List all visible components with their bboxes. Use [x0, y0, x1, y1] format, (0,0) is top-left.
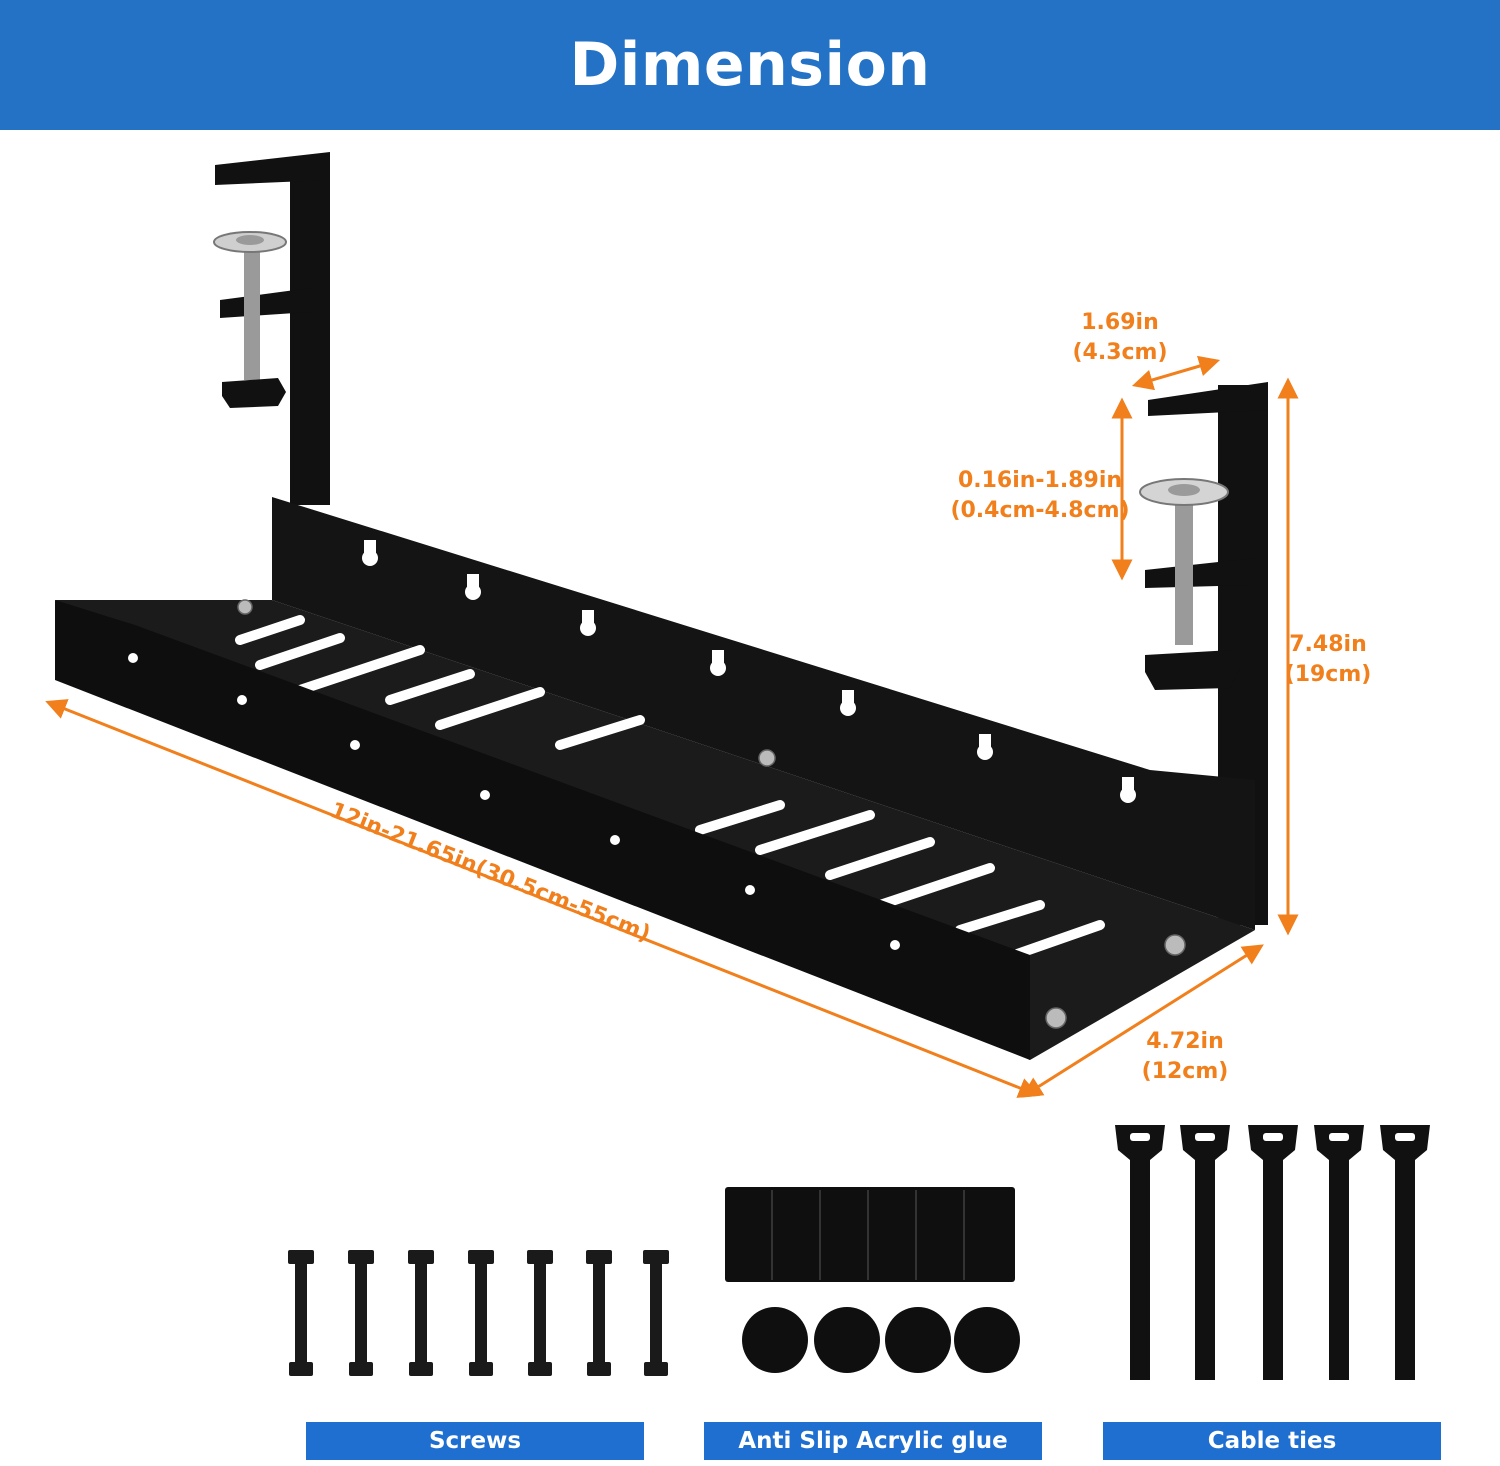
header-banner: Dimension: [0, 0, 1500, 130]
clamp-range-metric: (0.4cm-4.8cm): [950, 498, 1130, 523]
screws-label: Screws: [306, 1422, 644, 1460]
left-clamp: [213, 152, 330, 505]
page-title: Dimension: [569, 30, 931, 100]
glue-label: Anti Slip Acrylic glue: [704, 1422, 1042, 1460]
clamp-range-imperial: 0.16in-1.89in: [957, 468, 1123, 493]
cable-ties: [1115, 1125, 1430, 1380]
hook-width-imperial: 1.69in: [1081, 310, 1159, 335]
anti-slip-pads: [725, 1187, 1020, 1373]
height-dimension: 7.48in (19cm): [1278, 630, 1378, 690]
ties-label: Cable ties: [1103, 1422, 1441, 1460]
dimension-lines: [45, 355, 1299, 1098]
depth-imperial: 4.72in: [1146, 1029, 1224, 1054]
height-metric: (19cm): [1284, 662, 1372, 687]
hook-width-metric: (4.3cm): [1072, 340, 1168, 365]
height-imperial: 7.48in: [1289, 632, 1367, 657]
clamp-range-dimension: 0.16in-1.89in (0.4cm-4.8cm): [935, 466, 1145, 526]
screws-group: [288, 1250, 669, 1376]
depth-dimension: 4.72in (12cm): [1130, 1027, 1240, 1087]
depth-metric: (12cm): [1141, 1059, 1229, 1084]
hook-width-dimension: 1.69in (4.3cm): [1050, 308, 1190, 368]
